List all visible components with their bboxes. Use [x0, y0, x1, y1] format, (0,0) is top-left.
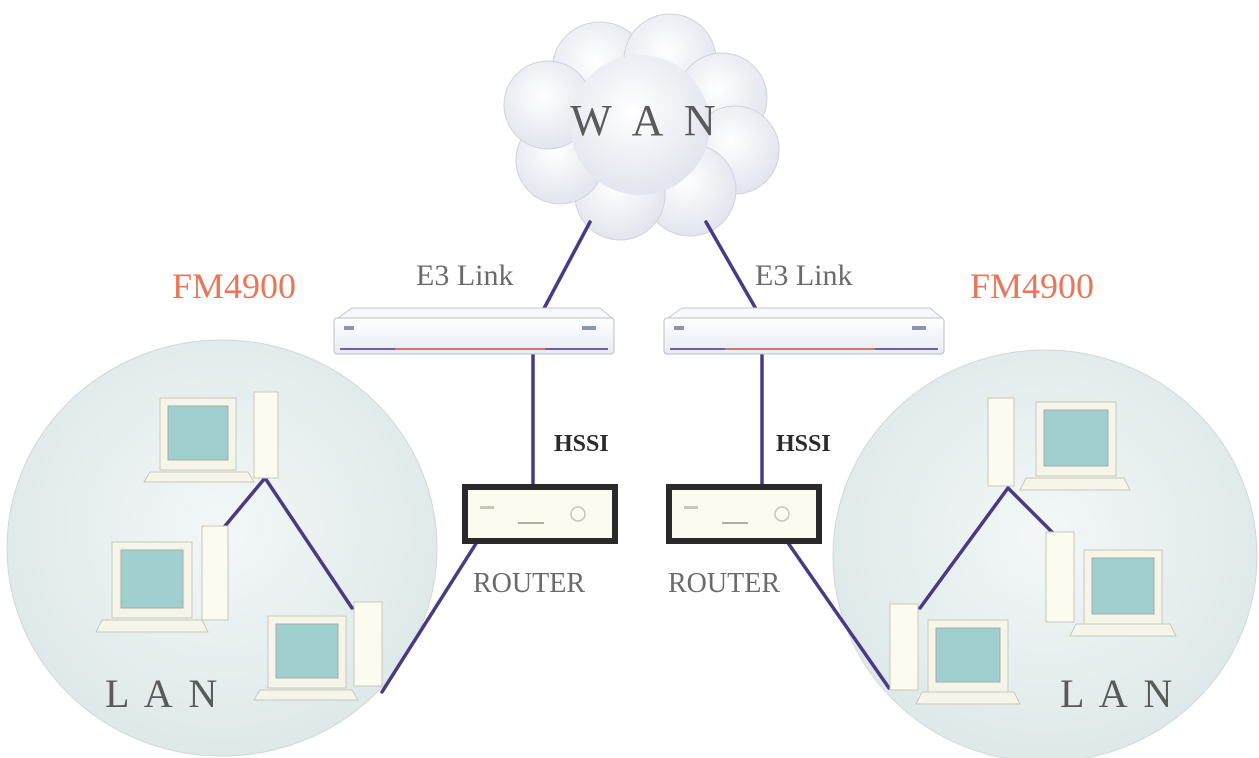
computer-icon	[143, 391, 279, 483]
left-lan-link	[218, 476, 267, 534]
right-router-lan-line	[784, 538, 891, 690]
wan-cloud	[503, 13, 780, 241]
right-lan-label: L A N	[1060, 671, 1176, 716]
right-hssi-label: HSSI	[776, 431, 831, 457]
right-fm4900-label: FM4900	[970, 266, 1094, 306]
right-e3-link-line	[704, 220, 762, 318]
computer-icon	[1045, 531, 1177, 637]
left-router-lan-line	[380, 540, 479, 694]
left-lan-link	[263, 476, 354, 610]
right-fm4900-unit	[663, 307, 945, 355]
left-fm4900-label: FM4900	[172, 266, 296, 306]
right-lan-link	[918, 486, 1010, 610]
computer-icon	[987, 397, 1131, 491]
right-lan-link	[1006, 486, 1057, 537]
left-router-label: ROUTER	[473, 568, 585, 599]
left-e3-link-line	[538, 220, 592, 318]
computer-icon	[95, 525, 229, 633]
left-hssi-label: HSSI	[554, 431, 609, 457]
left-lan-label: L A N	[105, 671, 221, 716]
right-router-label: ROUTER	[668, 568, 780, 599]
left-fm4900-unit	[333, 307, 615, 355]
wan-label: W A N	[570, 96, 721, 145]
right-router	[666, 484, 822, 544]
left-router	[462, 484, 618, 544]
computer-icon	[253, 601, 383, 701]
computer-icon	[889, 603, 1021, 705]
left-e3-link-label: E3 Link	[416, 259, 514, 292]
right-e3-link-label: E3 Link	[755, 259, 853, 292]
